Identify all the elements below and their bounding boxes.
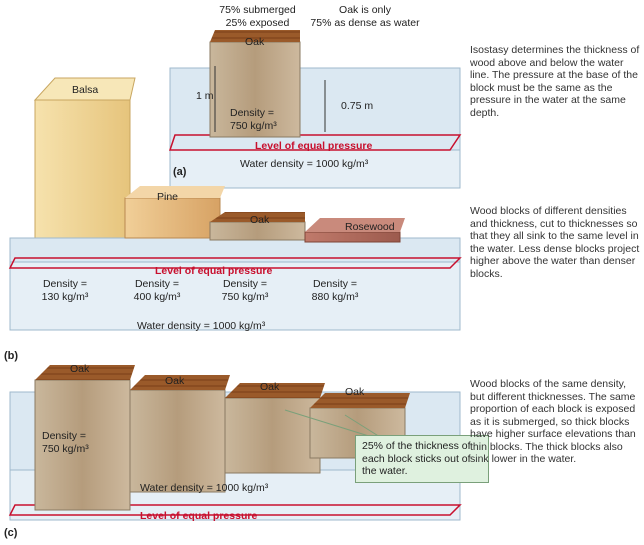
panel-c-tag: (c): [4, 527, 18, 539]
description-a: Isostasy determines the thickness of woo…: [470, 44, 640, 119]
oak-label-c1: Oak: [70, 363, 90, 375]
oak-block-b-top: [210, 212, 305, 222]
rosewood-label: Rosewood: [345, 221, 395, 233]
description-c: Wood blocks of the same density, but dif…: [470, 378, 636, 465]
panel-c: [8, 365, 462, 521]
density-label-a: Density =750 kg/m³: [230, 107, 277, 132]
oak-block-a-top: [210, 30, 300, 42]
water-tank-b-front: [9, 261, 461, 331]
density-rosewood: Density =880 kg/m³: [311, 278, 359, 303]
rosewood-top: [305, 218, 405, 232]
level-line-c: [8, 504, 462, 516]
water-density-c: Water density = 1000 kg/m³: [140, 482, 269, 494]
oak-label-b: Oak: [250, 214, 270, 226]
density-oak: Density =750 kg/m³: [221, 278, 269, 303]
balsa-top: [33, 77, 136, 101]
rosewood-block: [304, 231, 401, 243]
oak-block-c2-top: [130, 375, 230, 390]
description-b: Wood blocks of different densities and t…: [470, 205, 640, 280]
oak-block-c1: [34, 379, 131, 511]
pine-label: Pine: [157, 191, 179, 203]
depth-075-label: 0.75 m: [341, 100, 374, 112]
pine-top: [125, 186, 225, 198]
oak-block-c3-top: [225, 383, 325, 398]
level-label-a: Level of equal pressure: [255, 140, 373, 152]
level-label-c: Level of equal pressure: [140, 510, 258, 522]
panel-a-tag: (a): [173, 166, 187, 178]
oak-label-c2: Oak: [165, 375, 185, 387]
height-1m-label: 1 m: [196, 90, 214, 102]
oak-block-c3: [224, 397, 321, 474]
panel-b: [8, 186, 462, 331]
callout-pointer-1: [284, 409, 373, 438]
oak-block-c1-top: [35, 365, 135, 380]
panel-a: [168, 30, 462, 189]
pine-block: [124, 197, 221, 239]
callout-pointer-2: [344, 414, 381, 438]
panel-b-tag: (b): [4, 350, 19, 362]
level-line-b: [8, 257, 462, 269]
oak-label-a: Oak: [245, 36, 265, 48]
balsa-label: Balsa: [72, 84, 99, 96]
oak-block-c2: [129, 389, 226, 493]
water-density-b: Water density = 1000 kg/m³: [137, 320, 266, 332]
density-balsa: Density =130 kg/m³: [41, 278, 89, 303]
density-pine: Density =400 kg/m³: [133, 278, 181, 303]
callout-box: 25% of the thickness of each block stick…: [355, 435, 489, 483]
level-label-b: Level of equal pressure: [155, 265, 273, 277]
level-line-a: [168, 134, 462, 151]
oak-label-c4: Oak: [345, 386, 365, 398]
water-density-a: Water density = 1000 kg/m³: [240, 158, 369, 170]
density-label-c: Density =750 kg/m³: [42, 430, 89, 455]
oak-block-c4-top: [310, 393, 410, 408]
oak-label-c3: Oak: [260, 381, 280, 393]
